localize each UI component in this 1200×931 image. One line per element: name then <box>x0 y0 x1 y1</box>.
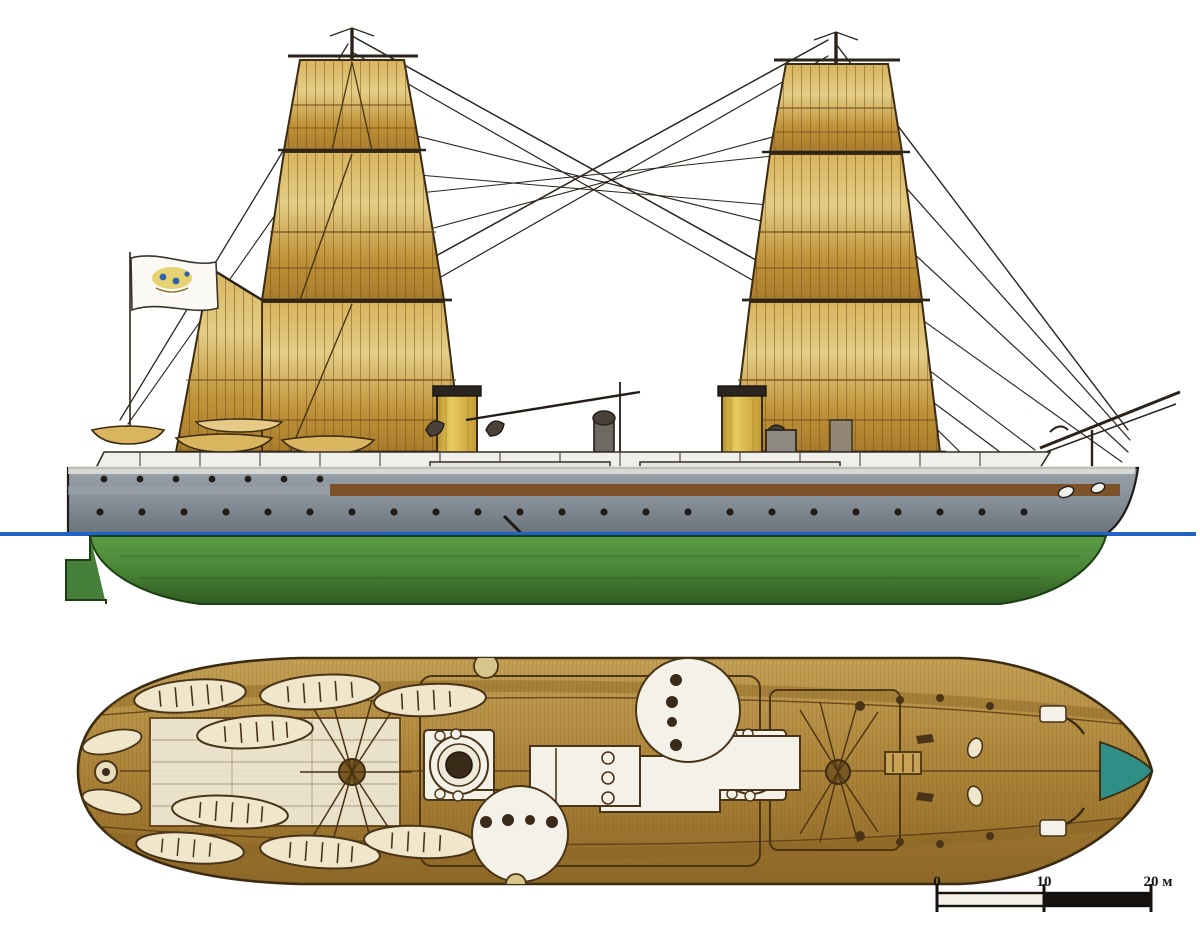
fore-course-sail <box>726 301 946 454</box>
forward-round-structure <box>471 785 569 883</box>
spanker-sail <box>174 266 268 454</box>
cargo-boom <box>465 390 641 422</box>
boat-plan <box>373 682 487 718</box>
boats-profile <box>90 418 376 455</box>
deck-hatch <box>505 873 527 884</box>
hull-lower <box>65 535 1108 605</box>
deck-hatch <box>473 658 499 679</box>
scale-tick-10: 10 <box>1037 874 1052 890</box>
aft-round-structure <box>635 658 741 763</box>
main-topsail <box>254 151 452 302</box>
porthole-row-upper <box>100 475 324 483</box>
fore-mast-group <box>726 31 946 470</box>
fore-topsail <box>742 153 930 302</box>
funnel-cap-aft <box>432 385 482 397</box>
scale-bar-bodies <box>935 884 1153 912</box>
bowsprit <box>1039 390 1181 470</box>
flag-emblem-icon <box>152 267 192 293</box>
boat-plan <box>363 824 477 860</box>
barbette-port <box>423 728 495 802</box>
scale-bar: 0 10 20 м <box>933 874 1172 912</box>
scale-tick-20: 20 м <box>1144 874 1173 890</box>
funnel-forward <box>717 385 767 455</box>
boat-plan <box>133 678 247 714</box>
funnel-aft <box>432 385 482 455</box>
rudder-and-skeg <box>65 536 107 604</box>
main-course-sail <box>238 301 468 454</box>
porthole-row-lower <box>96 508 1028 516</box>
bow-tip <box>1099 740 1152 802</box>
plan-view <box>76 656 1154 886</box>
deck-contents <box>78 658 1152 884</box>
fore-topgallant-sail <box>762 58 910 154</box>
main-topgallant-sail <box>278 54 426 152</box>
boats-plan <box>81 673 487 870</box>
boat-plan <box>196 714 314 750</box>
scale-tick-0: 0 <box>933 874 941 890</box>
main-mast-group <box>238 27 468 470</box>
anchor-detail <box>1057 482 1106 499</box>
stern-capstan <box>94 760 118 784</box>
boat-plan <box>259 834 381 870</box>
forward-deck-fittings <box>855 694 1086 848</box>
boat-plan <box>81 728 143 756</box>
deck-strake <box>330 484 1120 496</box>
boat-profile <box>194 418 284 433</box>
mast-step-forward <box>799 701 879 843</box>
funnel-cap-forward <box>717 385 767 397</box>
profile-view <box>0 27 1196 605</box>
boat-profile <box>280 435 376 455</box>
gun-mount <box>445 751 473 779</box>
boat-plan <box>81 788 143 816</box>
stern-flag <box>129 252 219 432</box>
boat-plan <box>259 673 381 711</box>
boat-plan <box>171 794 289 830</box>
boat-profile <box>90 425 166 445</box>
hull-upper <box>66 466 1140 536</box>
boat-plan <box>135 831 245 865</box>
bridge-superstructure <box>472 735 801 813</box>
boat-profile <box>174 433 274 453</box>
